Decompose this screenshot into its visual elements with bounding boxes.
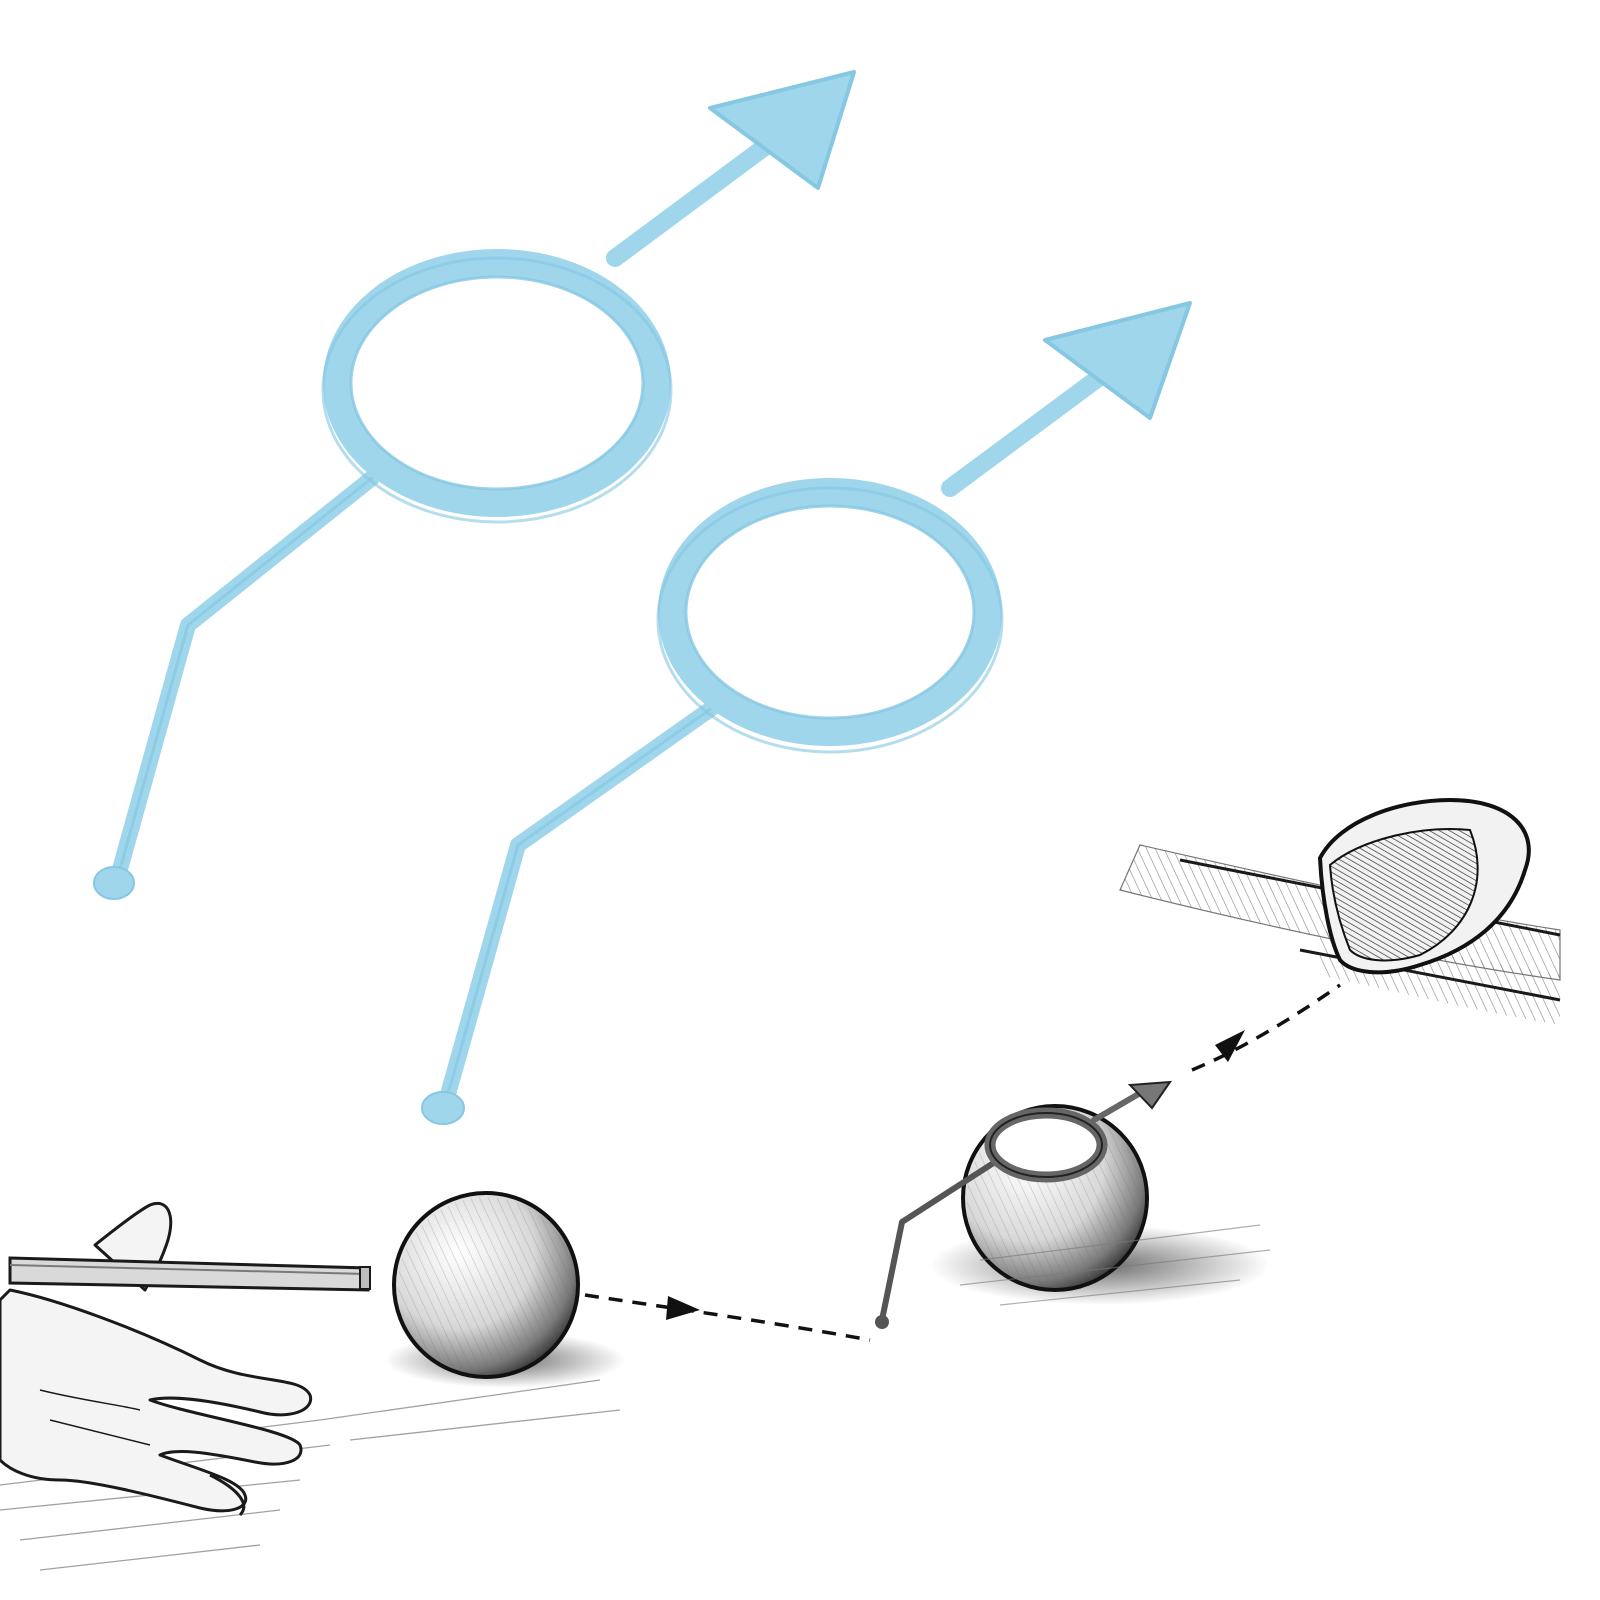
sketch-illustration [0,797,1561,1571]
guide-leg [437,700,720,1113]
guide-leg [109,470,380,888]
guide-on-ball [875,1080,1173,1329]
guide-arrow-shaft [941,364,1114,497]
aiming-guide-1 [93,70,856,900]
guide-ring [323,249,671,517]
guide-arrow-head [1043,301,1192,420]
trajectory-arrow-2 [1215,1030,1245,1062]
hand [0,1201,313,1517]
guide-ring [658,478,1002,746]
trajectory-arrow-1 [666,1296,700,1320]
cue-stick [8,1256,371,1292]
aiming-guide-2 [421,301,1192,1125]
guide-arrow-shaft [606,134,779,267]
trajectory-segment-2 [1191,983,1342,1072]
cue-ball [385,1191,625,1388]
guide-leg-tip [93,866,135,900]
pocket [1119,797,1561,1025]
trajectory-segment-1 [584,1293,871,1342]
guide-arrow-head [708,70,856,190]
table-hatching-2 [959,1224,1271,1306]
guide-leg-tip [421,1091,465,1125]
